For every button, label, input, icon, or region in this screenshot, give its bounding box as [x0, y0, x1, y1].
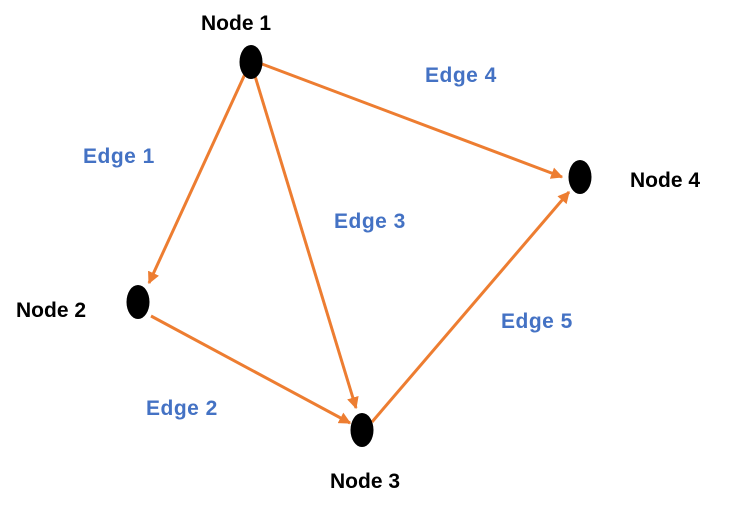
edge-3-line: [253, 75, 359, 410]
edge-1-line: [147, 73, 247, 285]
node-1-dot: [239, 45, 263, 79]
edge-4-line: [261, 62, 564, 179]
edge-5-label: Edge 5: [501, 310, 573, 333]
node-1-label: Node 1: [201, 12, 272, 35]
edge-2-label: Edge 2: [146, 397, 218, 420]
node-3-dot: [350, 413, 374, 447]
edge-4-label: Edge 4: [425, 64, 497, 87]
node-3-label: Node 3: [330, 470, 401, 493]
edge-1-label: Edge 1: [83, 145, 155, 168]
node-4-label: Node 4: [630, 169, 701, 192]
node-2-label: Node 2: [16, 299, 87, 322]
edge-2-line: [150, 314, 352, 425]
edge-5-line: [370, 191, 571, 423]
node-4-dot: [568, 160, 592, 194]
node-2-dot: [126, 285, 150, 319]
edge-3-label: Edge 3: [334, 210, 406, 233]
